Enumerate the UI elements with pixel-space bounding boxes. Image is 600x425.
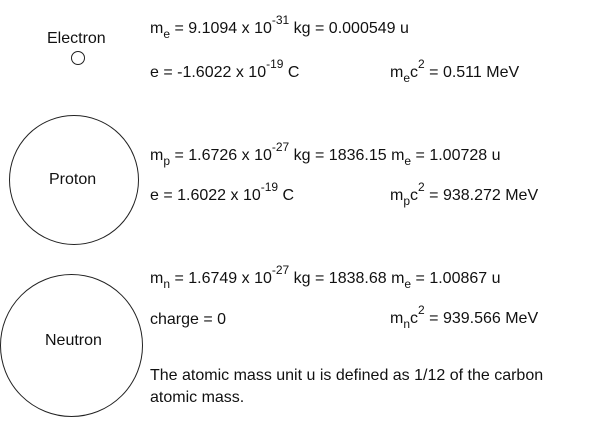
proton-circle [9, 115, 139, 245]
electron-mass-equation: me = 9.1094 x 10-31 kg = 0.000549 u [150, 14, 409, 41]
neutron-mass-exponent: -27 [271, 263, 290, 277]
amu-note-line1: The atomic mass unit u is defined as 1/1… [150, 367, 544, 384]
proton-charge-equation: e = 1.6022 x 10-19 C [150, 181, 295, 205]
electron-label: Electron [47, 30, 106, 47]
electron-charge-unit: C [283, 64, 300, 81]
electron-energy-value: = 0.511 MeV [424, 64, 520, 81]
electron-mass-post: kg = 0.000549 u [289, 20, 409, 37]
neutron-mass-post: = 1.00867 u [411, 270, 501, 287]
proton-mass-post: = 1.00728 u [411, 147, 501, 164]
proton-energy-c: c [410, 187, 419, 204]
electron-energy-c: c [410, 64, 419, 81]
proton-mass-symbol: m [150, 147, 164, 164]
proton-mass-pre: = 1.6726 x 10 [170, 147, 272, 164]
proton-mass-exponent: -27 [271, 140, 290, 154]
electron-mass-pre: = 9.1094 x 10 [170, 20, 272, 37]
neutron-energy-subscript: n [403, 317, 411, 331]
proton-mass-mid: kg = 1836.15 m [289, 147, 405, 164]
proton-charge-exponent: -19 [260, 180, 279, 194]
electron-mass-symbol: m [150, 20, 164, 37]
proton-mass-subscript: p [163, 154, 171, 168]
neutron-mass-mid-subscript: e [404, 277, 412, 291]
neutron-mass-symbol: m [150, 270, 164, 287]
proton-mass-equation: mp = 1.6726 x 10-27 kg = 1836.15 me = 1.… [150, 141, 501, 168]
proton-energy-exponent: 2 [418, 180, 425, 194]
neutron-charge-text: charge = 0 [150, 311, 227, 328]
electron-charge-text: e = -1.6022 x 10 [150, 64, 267, 81]
neutron-energy-symbol: m [390, 310, 404, 327]
neutron-energy-c: c [410, 310, 419, 327]
proton-energy-subscript: p [403, 194, 411, 208]
proton-energy-symbol: m [390, 187, 404, 204]
neutron-energy-value: = 939.566 MeV [424, 310, 539, 327]
proton-energy-equation: mpc2 = 938.272 MeV [390, 181, 539, 208]
electron-mass-exponent: -31 [271, 13, 290, 27]
proton-label: Proton [49, 171, 97, 188]
electron-energy-subscript: e [403, 71, 411, 85]
electron-mass-subscript: e [163, 27, 171, 41]
amu-note: The atomic mass unit u is defined as 1/1… [150, 365, 543, 409]
electron-charge-equation: e = -1.6022 x 10-19 C [150, 58, 300, 82]
neutron-mass-subscript: n [163, 277, 171, 291]
proton-charge-unit: C [278, 187, 295, 204]
neutron-mass-pre: = 1.6749 x 10 [170, 270, 272, 287]
neutron-energy-exponent: 2 [418, 303, 425, 317]
electron-energy-equation: mec2 = 0.511 MeV [390, 58, 520, 85]
neutron-circle [0, 274, 143, 417]
proton-charge-text: e = 1.6022 x 10 [150, 187, 261, 204]
electron-energy-exponent: 2 [418, 57, 425, 71]
neutron-mass-mid: kg = 1838.68 m [289, 270, 405, 287]
proton-mass-mid-subscript: e [404, 154, 412, 168]
neutron-mass-equation: mn = 1.6749 x 10-27 kg = 1838.68 me = 1.… [150, 264, 501, 291]
amu-note-line2: atomic mass. [150, 389, 245, 406]
electron-charge-exponent: -19 [266, 57, 284, 71]
neutron-label: Neutron [45, 332, 102, 349]
neutron-energy-equation: mnc2 = 939.566 MeV [390, 304, 539, 331]
proton-energy-value: = 938.272 MeV [424, 187, 539, 204]
electron-circle [71, 51, 85, 65]
electron-energy-symbol: m [390, 64, 404, 81]
